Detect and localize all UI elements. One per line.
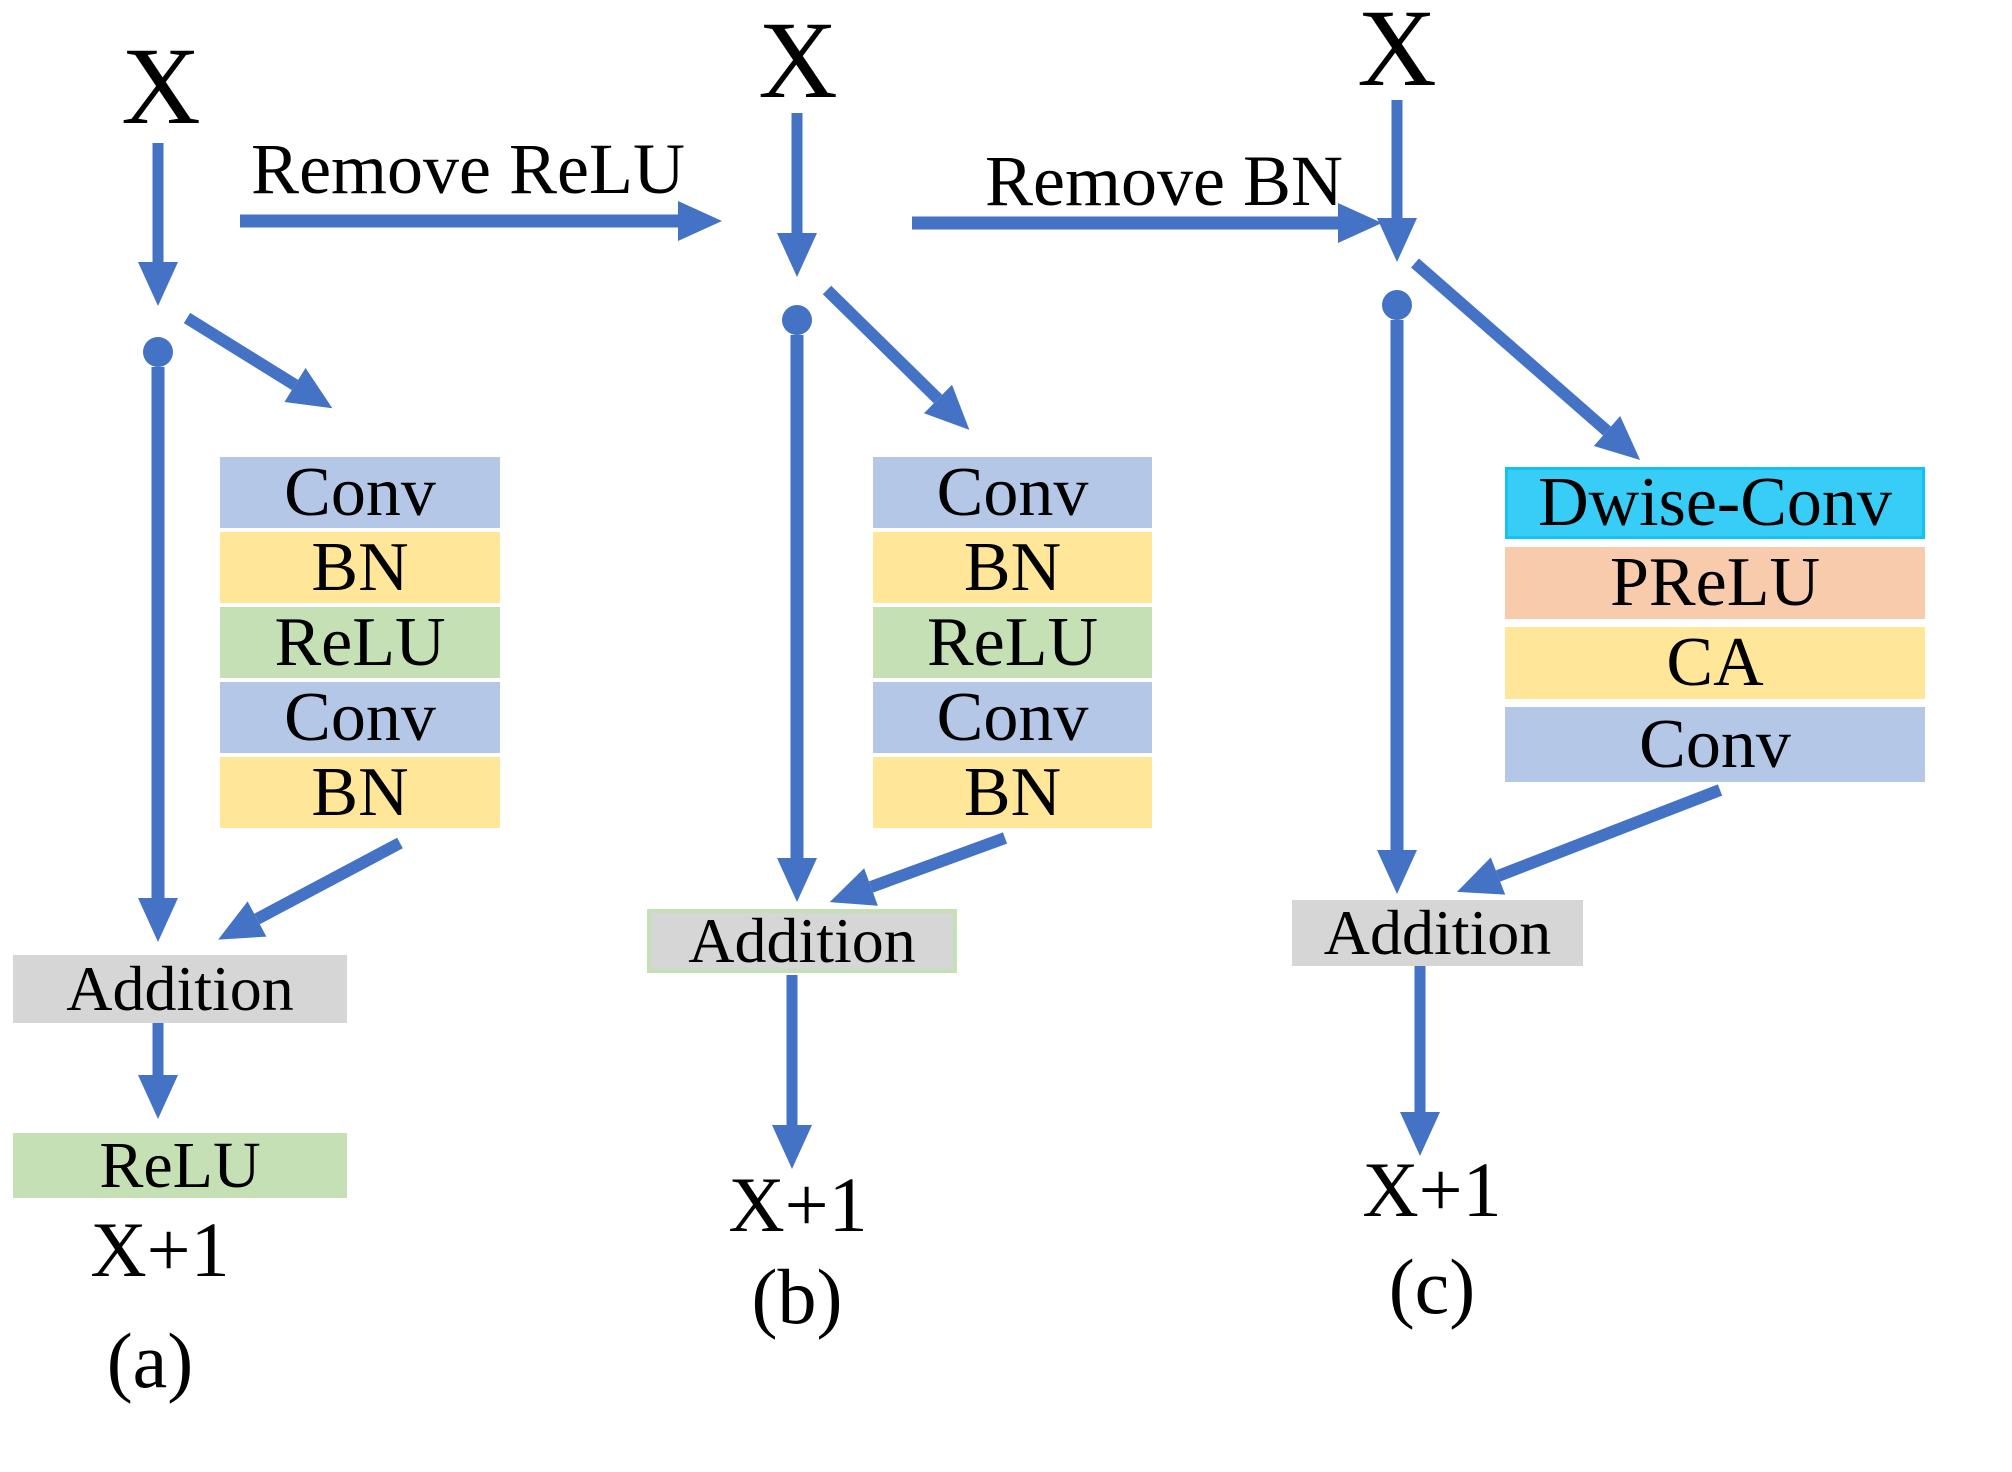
- layer-box-bn2-b: BN: [873, 757, 1152, 828]
- junction-dot-a: [143, 337, 173, 367]
- layer-box-bn2-a: BN: [220, 757, 500, 828]
- output-x1-b: X+1: [728, 1161, 868, 1248]
- merge-arrow-b: [829, 832, 1008, 906]
- caption-c: (c): [1388, 1243, 1476, 1330]
- remove-bn-label: Remove BN: [985, 141, 1343, 221]
- junction-dot-b: [782, 305, 812, 335]
- layer-box-conv2-b: Conv: [873, 682, 1152, 753]
- input-x-c: X: [1357, 0, 1437, 109]
- layer-box-conv2-a: Conv: [220, 682, 500, 753]
- input-x-b: X: [758, 0, 838, 121]
- merge-arrow-a: [218, 837, 403, 940]
- output-x1-c: X+1: [1362, 1146, 1502, 1233]
- addition-box-b: Addition: [647, 909, 957, 973]
- layer-box-relu-b: ReLU: [873, 607, 1152, 678]
- caption-a: (a): [106, 1317, 194, 1404]
- layer-box-ca-c: CA: [1505, 627, 1925, 699]
- output-x1-a: X+1: [90, 1206, 230, 1293]
- layer-box-prelu-c: PReLU: [1505, 547, 1925, 619]
- layer-box-conv1-a: Conv: [220, 457, 500, 528]
- layer-box-conv1-b: Conv: [873, 457, 1152, 528]
- branch-arrow-a: [183, 312, 333, 409]
- layer-box-dwise-conv-c: Dwise-Conv: [1505, 467, 1925, 539]
- layer-box-bn1-b: BN: [873, 532, 1152, 603]
- caption-b: (b): [751, 1253, 843, 1340]
- input-x-a: X: [121, 25, 201, 147]
- branch-arrow-b: [822, 285, 970, 430]
- branch-arrow-c: [1411, 258, 1641, 460]
- addition-box-a: Addition: [13, 955, 347, 1023]
- remove-relu-label: Remove ReLU: [251, 129, 685, 209]
- junction-dot-c: [1382, 290, 1412, 320]
- merge-arrow-c: [1456, 784, 1723, 895]
- layer-box-bn1-a: BN: [220, 532, 500, 603]
- layer-box-conv-c: Conv: [1505, 707, 1925, 782]
- post-relu-box-a: ReLU: [13, 1132, 347, 1198]
- addition-box-c: Addition: [1292, 900, 1583, 966]
- layer-box-relu-a: ReLU: [220, 607, 500, 678]
